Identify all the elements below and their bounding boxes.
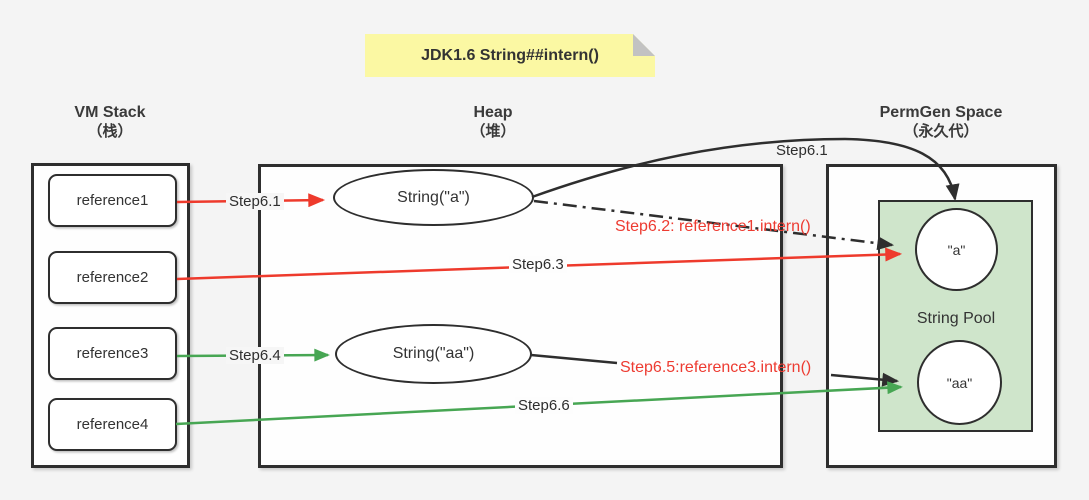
heap-title: Heap <box>473 104 513 121</box>
step6-6-label: Step6.6 <box>515 397 573 414</box>
reference1-label: reference1 <box>76 192 149 209</box>
step6-1-top-label: Step6.1 <box>776 142 828 159</box>
reference3-label: reference3 <box>76 345 149 362</box>
vm-stack-subtitle: （栈） <box>87 123 133 140</box>
string-pool-label: String Pool <box>916 310 996 327</box>
reference1-box: reference1 <box>48 174 177 227</box>
heap-subtitle: （堆） <box>470 123 516 140</box>
permgen-title: PermGen Space <box>879 104 1003 121</box>
permgen-header: PermGen Space （永久代） <box>836 103 1046 141</box>
permgen-subtitle: （永久代） <box>903 123 979 140</box>
step6-1-left-label: Step6.1 <box>226 193 284 210</box>
heap-string-a-ellipse: String("a") <box>333 169 534 226</box>
heap-string-a-label: String("a") <box>397 188 470 206</box>
diagram-title: JDK1.6 String##intern() <box>421 46 599 64</box>
heap-string-aa-ellipse: String("aa") <box>335 324 532 384</box>
step6-4-label: Step6.4 <box>226 347 284 364</box>
vm-stack-header: VM Stack （栈） <box>25 103 195 141</box>
step6-5-label: Step6.5:reference3.intern() <box>620 359 812 376</box>
pool-a-label: "a" <box>947 241 966 258</box>
reference4-label: reference4 <box>76 416 149 433</box>
reference3-box: reference3 <box>48 327 177 380</box>
pool-aa-label: "aa" <box>946 374 973 391</box>
pool-aa-circle: "aa" <box>917 340 1002 425</box>
heap-header: Heap （堆） <box>408 103 578 141</box>
step6-3-label: Step6.3 <box>509 256 567 273</box>
title-note: JDK1.6 String##intern() <box>365 34 655 77</box>
reference4-box: reference4 <box>48 398 177 451</box>
heap-string-aa-label: String("aa") <box>392 345 475 362</box>
step6-2-label: Step6.2: reference1.intern() <box>615 218 811 235</box>
reference2-label: reference2 <box>76 269 149 286</box>
vm-stack-title: VM Stack <box>74 104 146 121</box>
reference2-box: reference2 <box>48 251 177 304</box>
pool-a-circle: "a" <box>915 208 998 291</box>
